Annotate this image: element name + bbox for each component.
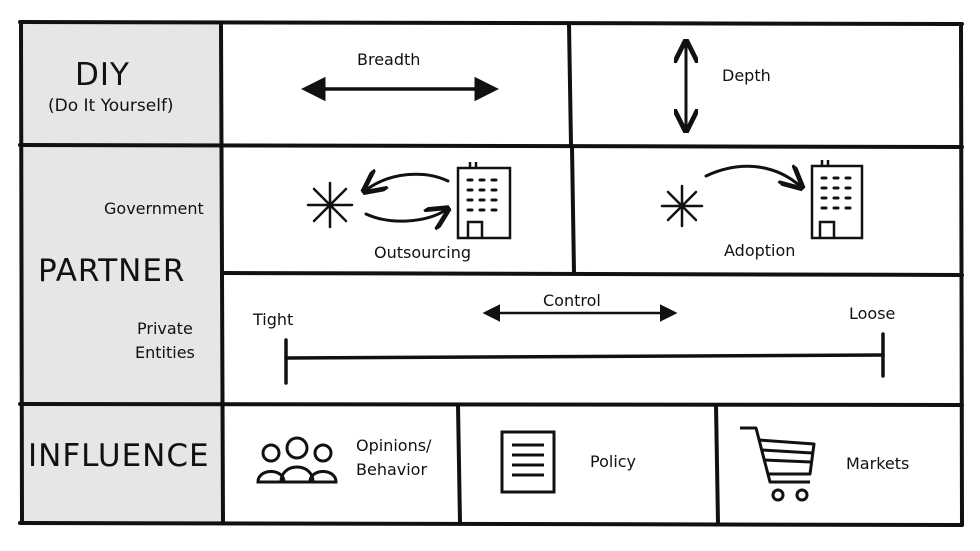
breadth-label: Breadth <box>357 50 421 69</box>
private-label-line2: Entities <box>135 343 195 362</box>
private-label-line1: Private <box>137 319 193 338</box>
people-group-icon <box>256 436 338 484</box>
document-icon <box>500 430 556 494</box>
depth-label: Depth <box>722 66 771 85</box>
building-icon <box>456 162 512 240</box>
label-column <box>22 24 222 523</box>
curved-arrow-icon <box>704 166 800 186</box>
markets-label: Markets <box>846 454 910 473</box>
policy-label: Policy <box>590 452 637 471</box>
government-label: Government <box>104 199 204 218</box>
asterisk-icon <box>660 184 704 228</box>
opinions-label-line1: Opinions/ <box>356 436 432 455</box>
influence-title: INFLUENCE <box>28 438 210 474</box>
grid-lines <box>18 20 964 527</box>
adoption-label: Adoption <box>724 241 796 260</box>
partner-title: PARTNER <box>38 253 186 289</box>
tight-loose-scale <box>284 332 885 385</box>
asterisk-icon <box>306 181 354 229</box>
cycle-arrows-icon <box>366 174 448 221</box>
opinions-label-line2: Behavior <box>356 460 428 479</box>
diy-subtitle: (Do It Yourself) <box>48 96 174 116</box>
tight-label: Tight <box>253 310 294 329</box>
diy-title: DIY <box>75 57 130 93</box>
loose-label: Loose <box>849 304 896 323</box>
shopping-cart-icon <box>740 426 816 502</box>
building-icon <box>810 160 864 240</box>
control-label: Control <box>543 291 601 310</box>
outsourcing-label: Outsourcing <box>374 243 472 262</box>
